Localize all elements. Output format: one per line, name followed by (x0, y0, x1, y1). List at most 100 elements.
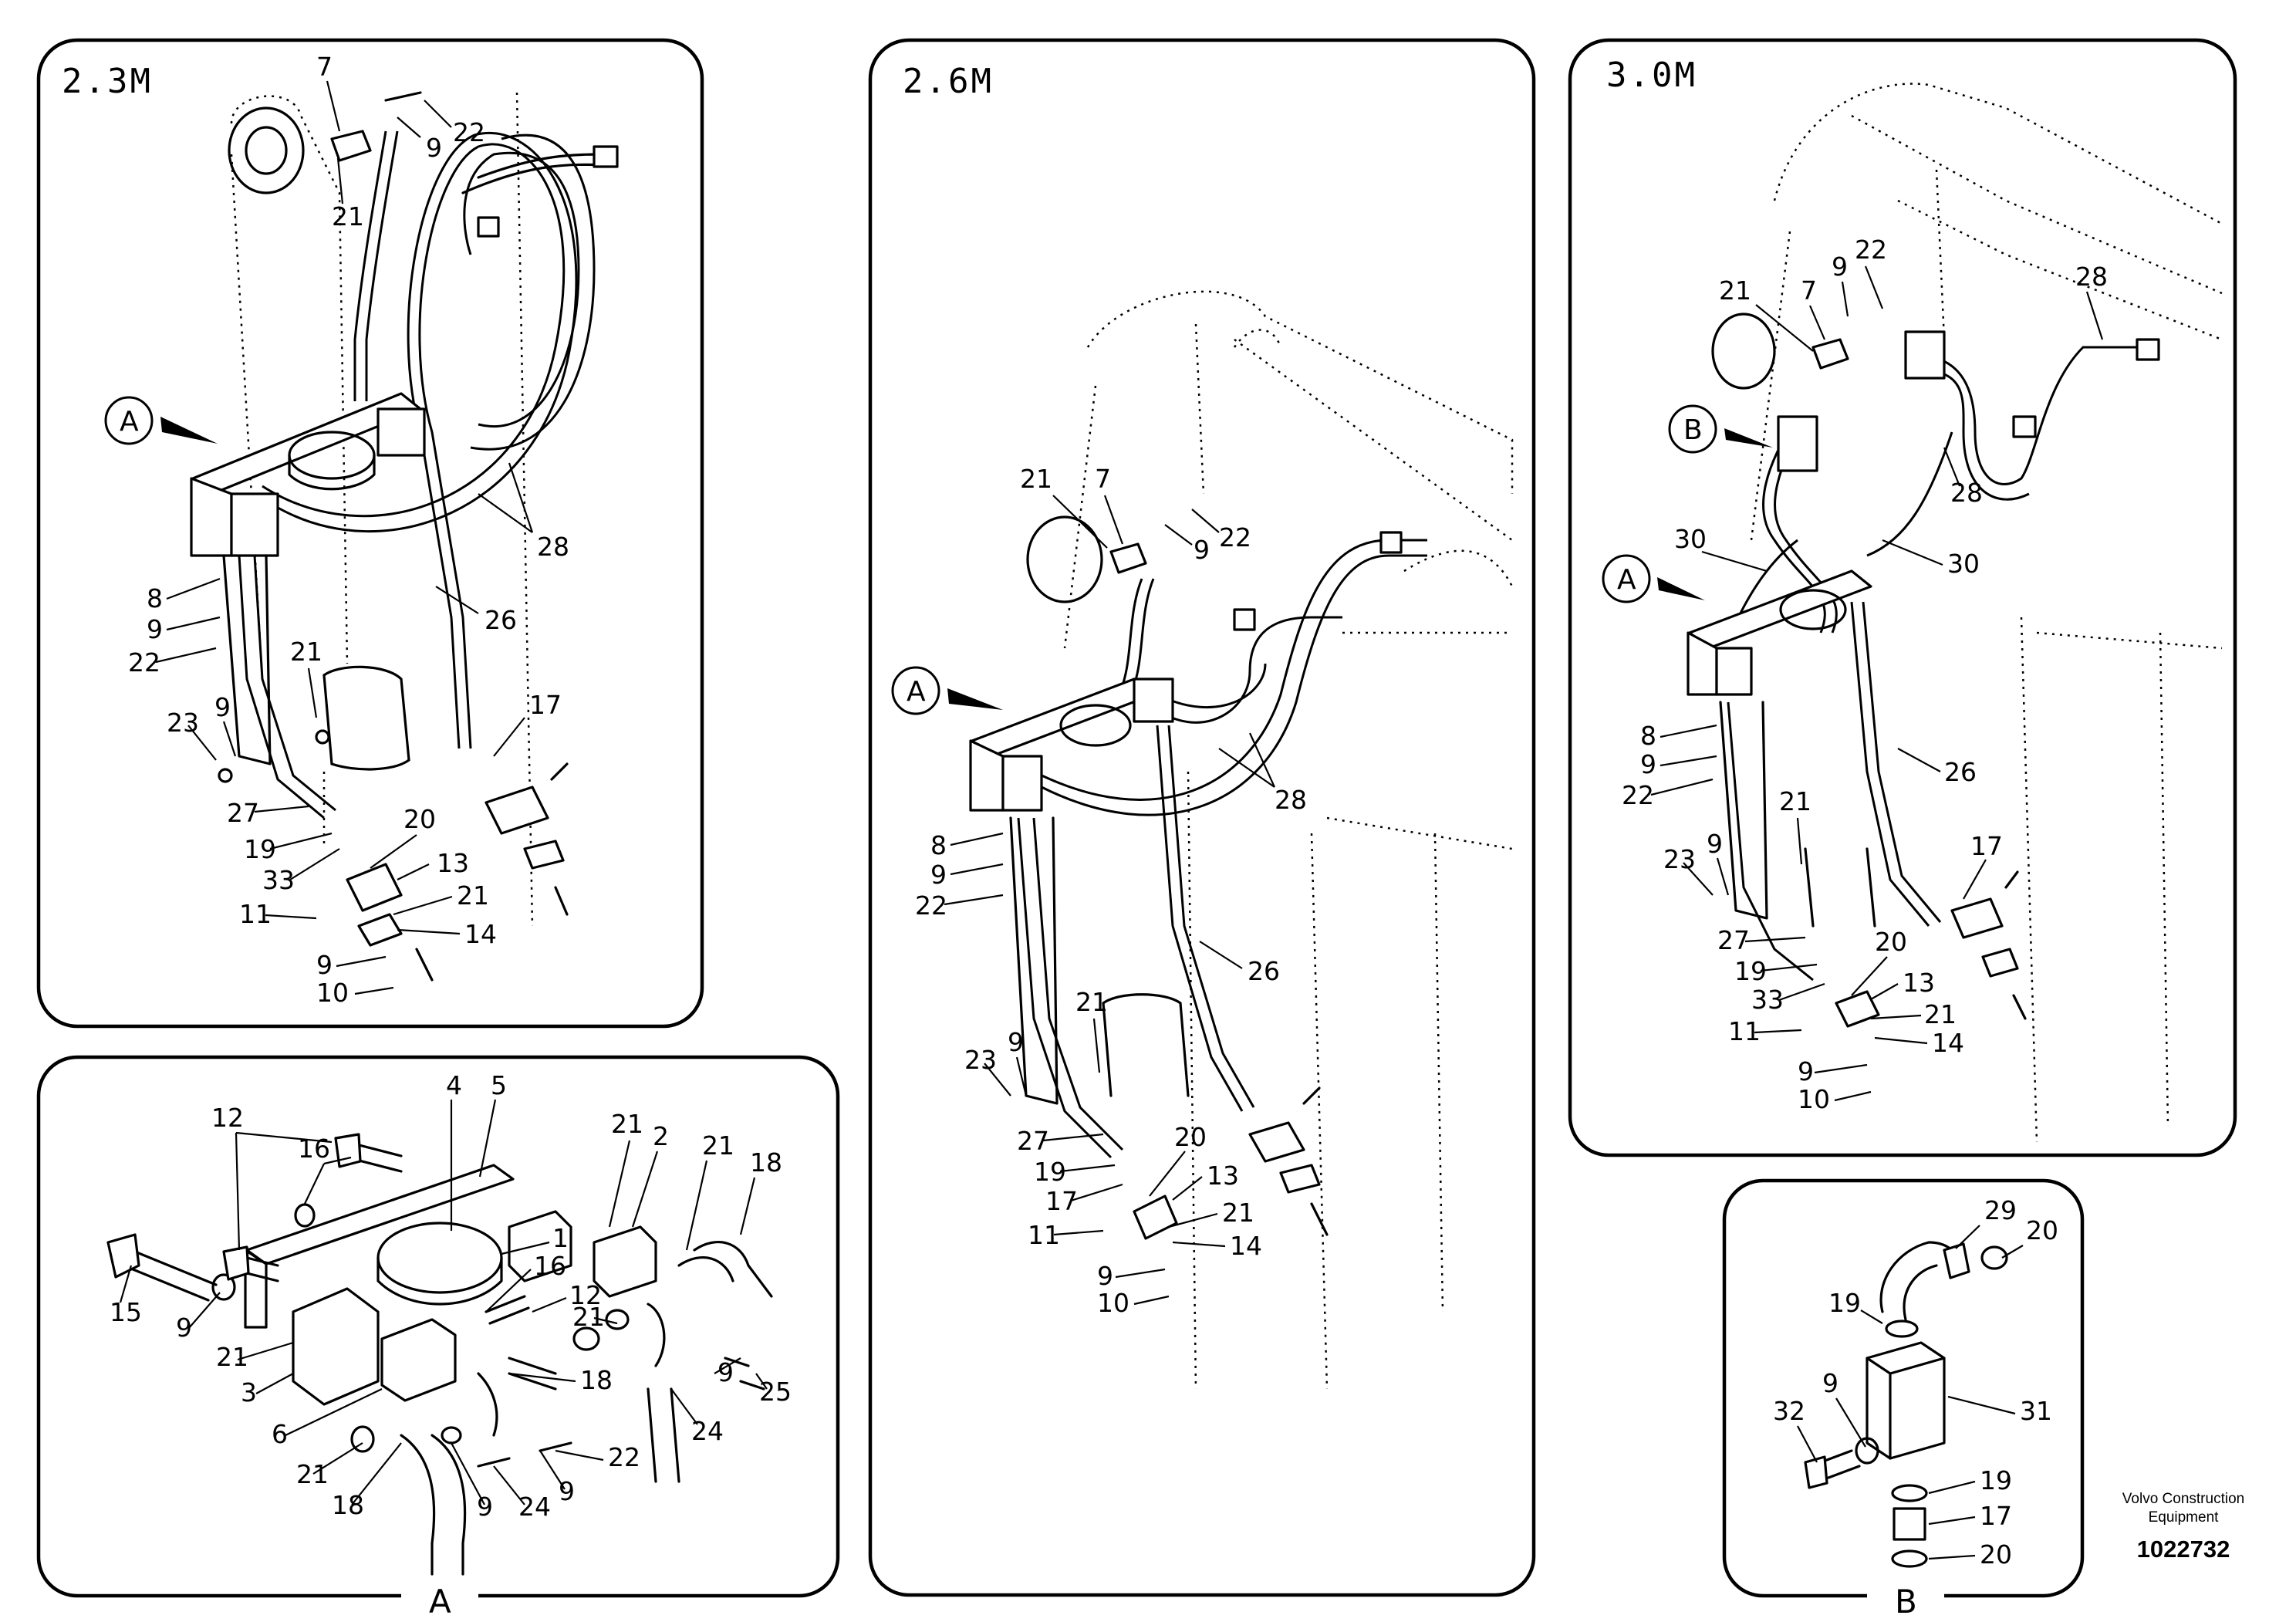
part-label-10: 10 (316, 978, 349, 1008)
part-label-9: 9 (214, 692, 231, 722)
part-label-30: 30 (1674, 524, 1707, 554)
part-label-20: 20 (403, 804, 436, 834)
part-label-8: 8 (1640, 721, 1656, 751)
part-label-22: 22 (128, 647, 160, 678)
part-label-20: 20 (1875, 927, 1907, 957)
part-label-2: 2 (653, 1121, 669, 1151)
part-label-21: 21 (332, 201, 364, 231)
panel-2-6m-drawing (969, 290, 1514, 1390)
part-label-23: 23 (1663, 844, 1696, 874)
boom-pin-icon (1026, 515, 1103, 603)
part-label-9: 9 (1832, 252, 1848, 282)
part-label-7: 7 (1095, 464, 1111, 494)
part-label-21: 21 (572, 1302, 605, 1332)
title-block: Volvo Construction Equipment 1022732 (2122, 1491, 2244, 1563)
panel-title-2-3m: 2.3M (62, 62, 153, 101)
callout-a-panel-1: A (104, 396, 218, 445)
part-label-16: 16 (534, 1251, 566, 1281)
valve-block-icon (1835, 990, 1880, 1028)
part-label-13: 13 (1903, 968, 1935, 998)
clamp-icon (1059, 704, 1132, 747)
part-label-22: 22 (915, 890, 947, 921)
part-label-11: 11 (239, 899, 272, 929)
part-label-13: 13 (1207, 1161, 1239, 1191)
part-label-27: 27 (1017, 1126, 1049, 1156)
part-label-16: 16 (298, 1134, 330, 1164)
panel-2-3m-leaders (155, 80, 534, 995)
part-label-3: 3 (241, 1377, 257, 1407)
bolt-icon (1804, 1455, 1828, 1489)
part-label-22: 22 (608, 1442, 640, 1472)
part-label-29: 29 (1984, 1195, 2017, 1225)
part-label-14: 14 (1230, 1231, 1262, 1261)
part-label-22: 22 (453, 117, 485, 147)
panel-titles: 2.3M 2.6M 3.0M A B (62, 56, 1944, 1620)
part-label-11: 11 (1028, 1220, 1060, 1250)
part-label-26: 26 (1248, 956, 1280, 986)
panel-title-3-0m: 3.0M (1606, 56, 1697, 95)
part-label-19: 19 (1980, 1465, 2012, 1495)
part-label-23: 23 (167, 708, 199, 738)
part-label-28: 28 (1950, 478, 1983, 508)
panel-b-title-gap (1867, 1574, 1944, 1620)
part-label-8: 8 (147, 583, 163, 613)
part-label-19: 19 (1034, 1157, 1066, 1187)
part-label-21: 21 (611, 1109, 643, 1139)
svg-text:A: A (1617, 564, 1636, 596)
part-label-7: 7 (1801, 275, 1817, 306)
part-label-25: 25 (759, 1377, 792, 1407)
valve-block-icon (346, 863, 403, 912)
part-label-12: 12 (211, 1103, 244, 1133)
part-label-9: 9 (1640, 749, 1656, 779)
part-label-19: 19 (244, 834, 276, 864)
panel-3-0m-leaders (1650, 265, 2104, 1102)
part-label-6: 6 (272, 1419, 288, 1449)
part-label-22: 22 (1219, 522, 1251, 552)
arrow-icon (947, 688, 1003, 710)
part-label-22: 22 (1855, 235, 1887, 265)
panel-b-drawing (1804, 1241, 2008, 1568)
part-label-21: 21 (1779, 786, 1811, 816)
part-label-28: 28 (2075, 262, 2108, 292)
part-label-17: 17 (1970, 831, 2003, 861)
part-label-10: 10 (1798, 1084, 1830, 1114)
part-label-13: 13 (437, 848, 469, 878)
panel-a-drawing (106, 1133, 773, 1576)
part-label-21: 21 (1924, 999, 1957, 1029)
part-label-9: 9 (1822, 1368, 1838, 1398)
part-label-7: 7 (316, 52, 333, 82)
svg-text:A: A (907, 676, 926, 708)
part-label-21: 21 (1719, 275, 1751, 306)
drawing-number: 1022732 (2137, 1536, 2230, 1563)
part-label-9: 9 (477, 1492, 493, 1522)
arrow-icon (1724, 428, 1773, 448)
panel-2-6m-leaders (944, 495, 1276, 1306)
manufacturer-line-2: Equipment (2149, 1509, 2220, 1526)
valve-block-icon (292, 1287, 380, 1406)
part-label-9: 9 (176, 1313, 192, 1343)
part-label-20: 20 (2026, 1215, 2058, 1245)
panel-2-3m-frame (36, 38, 704, 1029)
valve-block-icon (1133, 1195, 1178, 1240)
part-label-9: 9 (147, 614, 163, 644)
part-label-31: 31 (2020, 1396, 2052, 1426)
part-label-9: 9 (559, 1476, 575, 1506)
part-label-8: 8 (930, 830, 947, 860)
part-label-9: 9 (1097, 1261, 1113, 1291)
part-label-17: 17 (1980, 1501, 2012, 1531)
panel-3-0m-drawing (1687, 83, 2223, 1143)
callout-a-panel-3: A (1602, 554, 1705, 603)
panel-2-6m-frame (868, 38, 1536, 1597)
adapter-icon (1893, 1507, 1926, 1541)
part-label-22: 22 (1622, 780, 1654, 810)
part-label-27: 27 (1717, 925, 1750, 955)
part-label-21: 21 (1020, 464, 1052, 494)
panel-a-leaders (119, 1099, 768, 1505)
part-label-17: 17 (1045, 1186, 1078, 1216)
panel-a-title-gap (401, 1574, 478, 1620)
callout-b-panel-3: B (1668, 404, 1773, 454)
part-label-9: 9 (426, 133, 442, 163)
part-label-9: 9 (316, 950, 333, 980)
part-label-27: 27 (227, 798, 259, 828)
